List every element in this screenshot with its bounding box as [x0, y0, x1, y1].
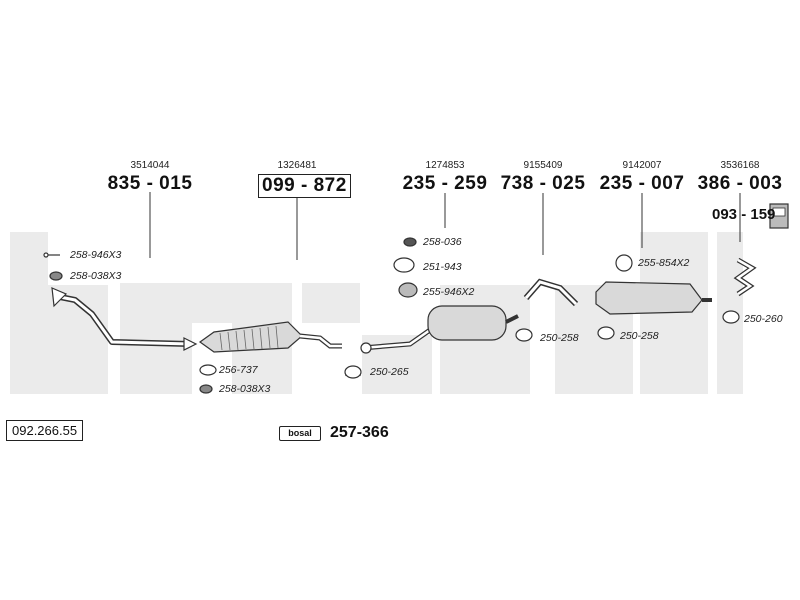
fitting-label: 255-854X2 [638, 257, 690, 269]
fitting-label: 258-038X3 [219, 383, 271, 395]
heat-shield-part [769, 203, 789, 229]
oem-number: 3536168 [720, 160, 760, 171]
fitting-label: 258-946X3 [70, 249, 122, 261]
fitting-label: 250-258 [540, 332, 579, 344]
fitting-label: 250-260 [744, 313, 783, 325]
fitting-label: 258-036 [423, 236, 462, 248]
part-code: 235 - 259 [402, 173, 488, 194]
part-code: 386 - 003 [697, 173, 783, 194]
fitting-label: 250-258 [620, 330, 659, 342]
fitting-label: 255-946X2 [423, 286, 475, 298]
part-code: 835 - 015 [107, 173, 193, 194]
assembly-kit-code: 257-366 [330, 424, 389, 441]
intermediate-pipe-part [523, 278, 579, 307]
leader-lines [149, 192, 741, 260]
part-code: 738 - 025 [500, 173, 586, 194]
oem-number: 1326481 [277, 160, 317, 171]
front-pipe-part [51, 287, 198, 351]
fitting-label: 251-943 [423, 261, 462, 273]
fitting-label: 256-737 [219, 364, 258, 376]
fitting-label: 250-265 [370, 366, 409, 378]
fitting-label: 258-038X3 [70, 270, 122, 282]
oem-number: 3514044 [130, 160, 170, 171]
middle-silencer-part [360, 305, 519, 354]
catalytic-converter-part [198, 321, 342, 353]
part-code: 235 - 007 [599, 173, 685, 194]
bosal-logo: bosal [279, 426, 321, 441]
tail-pipe-part [733, 257, 757, 297]
side-part-code: 093 - 159 [712, 206, 776, 223]
fitting-icons [43, 237, 740, 394]
rear-silencer-part [595, 281, 712, 315]
set-number: 092.266.55 [6, 420, 84, 441]
oem-number: 9155409 [523, 160, 563, 171]
oem-number: 9142007 [622, 160, 662, 171]
part-code-highlighted: 099 - 872 [258, 174, 351, 198]
oem-number: 1274853 [425, 160, 465, 171]
